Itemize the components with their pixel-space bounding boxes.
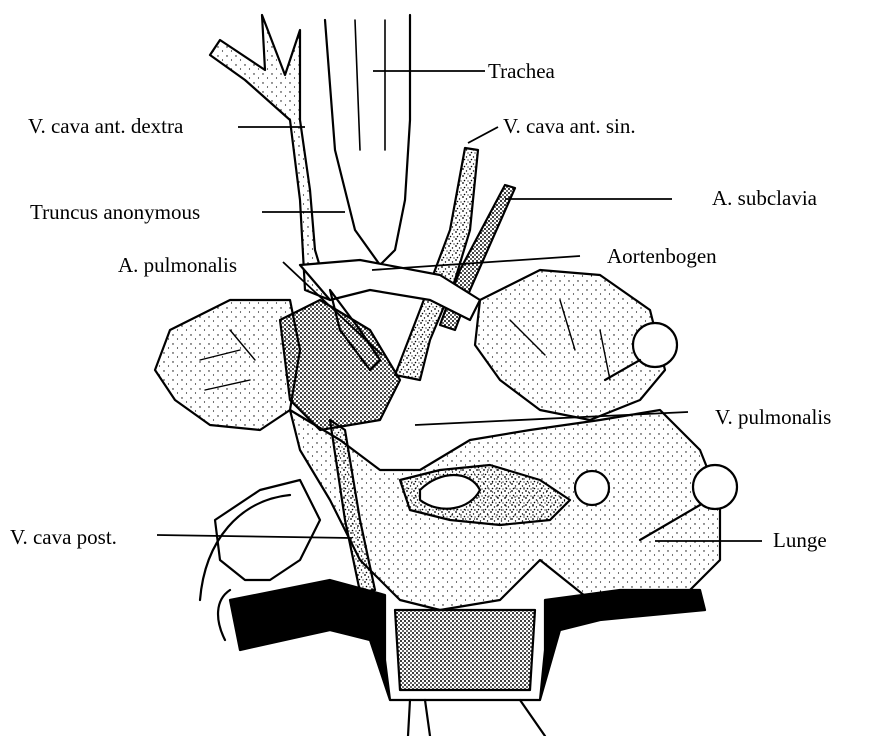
- label-v-cava-ant-sin: V. cava ant. sin.: [503, 114, 636, 138]
- label-a-subclavia: A. subclavia: [712, 186, 817, 210]
- label-truncus-anonymous: Truncus anonymous: [30, 200, 200, 224]
- label-aortenbogen: Aortenbogen: [607, 244, 717, 268]
- label-trachea: Trachea: [488, 59, 555, 83]
- label-a-pulmonalis: A. pulmonalis: [118, 253, 237, 277]
- label-v-cava-ant-dextra: V. cava ant. dextra: [28, 114, 183, 138]
- label-v-pulmonalis: V. pulmonalis: [715, 405, 831, 429]
- label-lunge: Lunge: [773, 528, 827, 552]
- label-v-cava-post: V. cava post.: [10, 525, 117, 549]
